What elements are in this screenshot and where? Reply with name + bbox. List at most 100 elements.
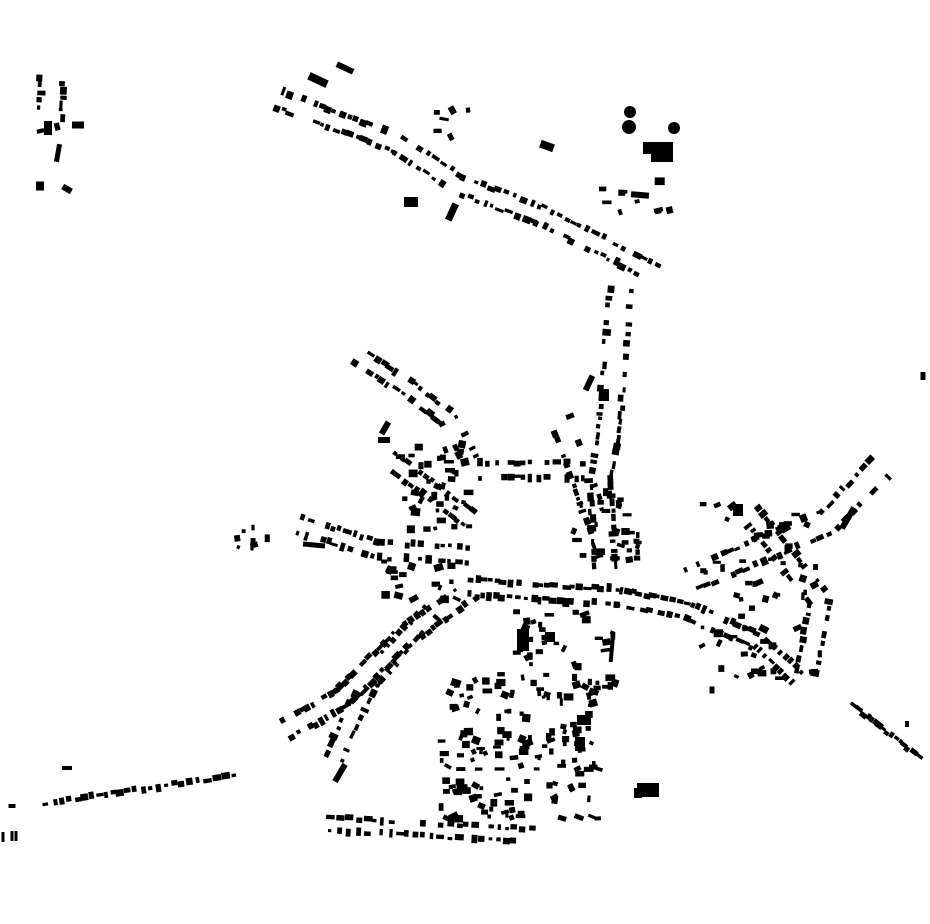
building: [349, 730, 356, 740]
building: [747, 644, 754, 651]
building: [406, 394, 417, 405]
building: [493, 792, 503, 798]
building: [403, 553, 410, 563]
building: [432, 482, 441, 490]
building: [60, 114, 66, 123]
building: [536, 687, 544, 691]
building: [596, 493, 603, 501]
building: [470, 781, 481, 790]
building: [509, 837, 517, 844]
building: [408, 453, 415, 458]
building: [326, 689, 335, 699]
building: [233, 534, 241, 542]
building: [418, 556, 423, 561]
building: [752, 630, 761, 638]
building: [516, 579, 522, 586]
building: [400, 391, 406, 396]
building: [478, 476, 482, 481]
building: [453, 414, 459, 420]
building: [599, 507, 605, 512]
building: [584, 477, 594, 484]
building: [571, 680, 582, 690]
building: [363, 831, 371, 837]
building: [357, 714, 365, 722]
building: [588, 466, 597, 475]
building: [543, 672, 550, 677]
building: [504, 208, 514, 215]
building: [236, 544, 241, 550]
building: [611, 448, 620, 456]
building: [734, 567, 744, 575]
building: [481, 809, 489, 815]
building: [312, 119, 321, 126]
building: [574, 475, 579, 483]
building: [488, 837, 493, 841]
building: [362, 683, 370, 692]
building: [761, 652, 768, 659]
building: [508, 806, 516, 814]
building: [609, 498, 615, 507]
building: [440, 595, 449, 604]
building: [767, 557, 776, 562]
building: [497, 594, 505, 602]
building: [587, 693, 592, 700]
building: [309, 701, 316, 709]
building: [195, 776, 200, 784]
building: [342, 747, 350, 753]
building: [461, 784, 468, 791]
building: [750, 652, 758, 659]
building: [334, 681, 345, 691]
building: [345, 828, 351, 837]
building: [549, 227, 555, 234]
building: [466, 524, 473, 529]
building: [517, 762, 525, 770]
building: [369, 553, 375, 559]
building: [375, 643, 384, 652]
silo-building: [668, 122, 680, 134]
building: [738, 596, 744, 602]
building: [798, 669, 805, 676]
building: [474, 198, 480, 205]
building: [387, 556, 392, 562]
building: [616, 261, 627, 272]
building: [493, 185, 503, 194]
building: [597, 499, 604, 505]
building: [329, 708, 338, 718]
building: [284, 110, 295, 118]
building: [463, 727, 474, 736]
building: [791, 512, 800, 517]
building: [526, 636, 534, 642]
building: [532, 582, 539, 588]
building: [510, 824, 518, 830]
building: [395, 454, 405, 459]
building: [447, 105, 457, 116]
building: [464, 560, 469, 566]
building: [674, 613, 681, 619]
building: [632, 270, 640, 278]
building: [354, 691, 363, 700]
building: [494, 682, 502, 690]
building: [665, 610, 674, 619]
building: [358, 134, 369, 144]
building: [771, 591, 780, 600]
building: [325, 814, 335, 820]
building: [443, 460, 454, 464]
building: [591, 562, 597, 570]
building: [177, 780, 185, 788]
building: [554, 435, 562, 444]
building: [363, 815, 373, 822]
building: [437, 455, 442, 461]
building: [306, 721, 315, 730]
building: [447, 543, 452, 548]
building: [570, 660, 579, 669]
building: [512, 192, 517, 198]
building: [546, 692, 550, 701]
building: [495, 460, 499, 466]
building: [605, 302, 610, 308]
building: [495, 751, 503, 759]
building: [589, 499, 595, 507]
building: [733, 546, 741, 552]
building: [293, 708, 302, 717]
building: [760, 540, 768, 549]
